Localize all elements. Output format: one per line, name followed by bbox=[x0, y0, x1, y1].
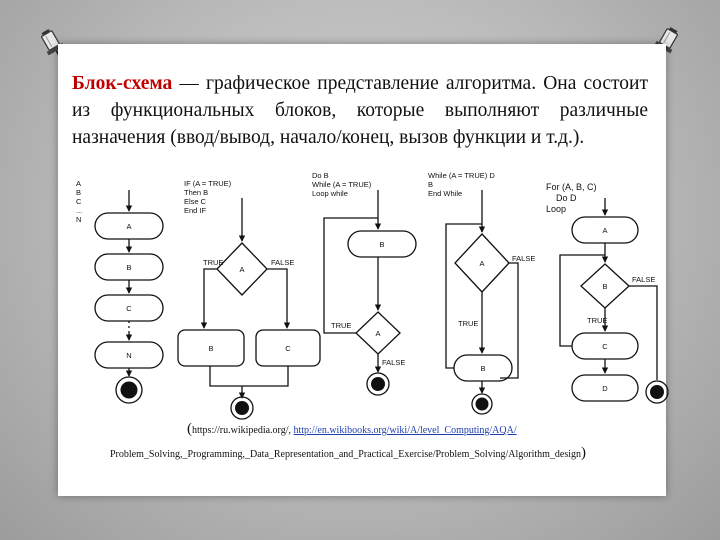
ifelse-end-node bbox=[230, 396, 254, 420]
whiledo-diagram bbox=[445, 190, 519, 415]
dowhile-code-line: While (A = TRUE) bbox=[312, 180, 372, 189]
for-block-d bbox=[571, 374, 639, 402]
for-code-line: Do D bbox=[556, 193, 577, 203]
ifelse-true-label: TRUE bbox=[203, 258, 223, 267]
definition-text: — графическое представление алгоритма. О… bbox=[72, 73, 648, 148]
dowhile-diagram bbox=[323, 190, 417, 396]
seq-label-b: B bbox=[126, 263, 131, 272]
flowchart-svg: A B C ... N A B C N IF (A = TRUE) Then B… bbox=[76, 171, 669, 420]
dowhile-block-b bbox=[347, 230, 417, 258]
ifelse-label-c: C bbox=[285, 344, 291, 353]
whiledo-end-node bbox=[471, 393, 493, 415]
whiledo-code-line: End While bbox=[428, 189, 462, 198]
ifelse-code-line: Then B bbox=[184, 188, 208, 197]
ifelse-block-b bbox=[177, 329, 245, 367]
seq-end-node bbox=[115, 376, 143, 404]
for-label-c: C bbox=[602, 342, 608, 351]
for-end-node bbox=[645, 380, 669, 404]
caption-url-ru: https://ru.wikipedia.org/, bbox=[192, 425, 294, 436]
ifelse-code-line: IF (A = TRUE) bbox=[184, 179, 232, 188]
ifelse-diagram bbox=[177, 198, 321, 420]
ifelse-false-label: FALSE bbox=[271, 258, 294, 267]
dowhile-label-b: B bbox=[379, 240, 384, 249]
flowchart-figure: A B C ... N A B C N IF (A = TRUE) Then B… bbox=[72, 168, 670, 422]
source-caption: (https://ru.wikipedia.org/, http://en.wi… bbox=[102, 422, 662, 462]
for-label-d: D bbox=[602, 384, 608, 393]
slide-definition: Блок-схема — графическое представление а… bbox=[72, 70, 648, 151]
dowhile-code-line: Do B bbox=[312, 171, 329, 180]
whiledo-code-line: B bbox=[428, 180, 433, 189]
dowhile-false-label: FALSE bbox=[382, 358, 405, 367]
whiledo-true-label: TRUE bbox=[458, 319, 478, 328]
seq-code-line: A bbox=[76, 179, 81, 188]
dowhile-true-label: TRUE bbox=[331, 321, 351, 330]
seq-code-line: C bbox=[76, 197, 82, 206]
for-true-label: TRUE bbox=[587, 316, 607, 325]
caption-link-continuation: Problem_Solving,_Programming,_Data_Repre… bbox=[110, 449, 582, 460]
ifelse-code-line: Else C bbox=[184, 197, 207, 206]
whiledo-label-b: B bbox=[480, 364, 485, 373]
seq-label-a: A bbox=[126, 222, 131, 231]
for-false-label: FALSE bbox=[632, 275, 655, 284]
seq-label-c: C bbox=[126, 304, 132, 313]
caption-open-paren: ( bbox=[187, 421, 192, 437]
whiledo-false-label: FALSE bbox=[512, 254, 535, 263]
ifelse-decision-label: A bbox=[239, 265, 244, 274]
dowhile-code-line: Loop while bbox=[312, 189, 348, 198]
for-code-line: Loop bbox=[546, 204, 566, 214]
dowhile-decision-label: A bbox=[375, 329, 380, 338]
whiledo-code-line: While (A = TRUE) D bbox=[428, 171, 495, 180]
slide-page bbox=[58, 44, 666, 496]
whiledo-decision-label: A bbox=[479, 259, 484, 268]
ifelse-label-b: B bbox=[208, 344, 213, 353]
for-label-a: A bbox=[602, 226, 607, 235]
forloop-diagram bbox=[559, 198, 669, 404]
seq-code-line: ... bbox=[76, 206, 82, 215]
caption-close-paren: ) bbox=[581, 445, 587, 461]
ifelse-decision-a bbox=[216, 242, 268, 296]
seq-code-line: N bbox=[76, 215, 81, 224]
for-code-line: For (A, B, C) bbox=[546, 182, 597, 192]
dowhile-end-node bbox=[366, 372, 390, 396]
seq-code-line: B bbox=[76, 188, 81, 197]
sequence-diagram bbox=[94, 190, 164, 404]
seq-label-n: N bbox=[126, 351, 131, 360]
for-decision-label: B bbox=[602, 282, 607, 291]
term-highlight: Блок-схема bbox=[72, 73, 173, 94]
caption-link-wikibooks[interactable]: http://en.wikibooks.org/wiki/A/level_Com… bbox=[293, 425, 517, 436]
ifelse-code-line: End IF bbox=[184, 206, 207, 215]
